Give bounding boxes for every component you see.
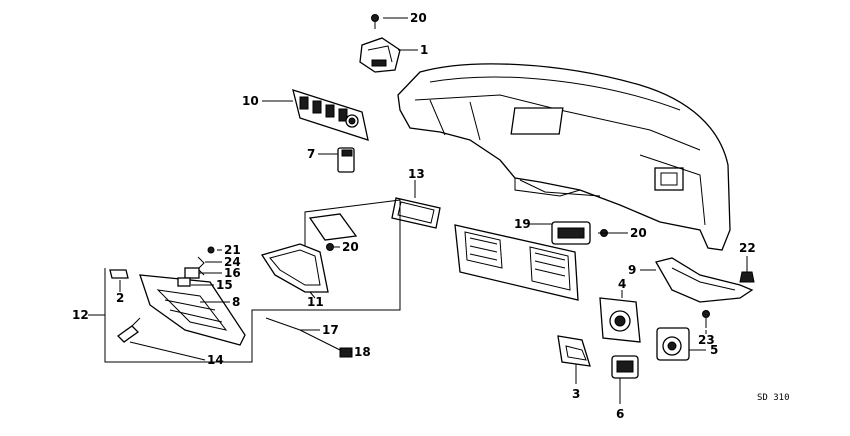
callout-8: 8 <box>232 295 240 309</box>
control-knob-icon <box>599 297 641 343</box>
callout-labels: 20 1 10 7 13 21 24 16 15 2 8 12 14 20 11… <box>72 11 790 421</box>
switch-knob-icon <box>557 335 591 367</box>
screw-icon <box>702 310 710 328</box>
glove-box-icon <box>139 274 246 346</box>
heater-control-panel-icon <box>454 224 579 301</box>
callout-22: 22 <box>739 241 756 255</box>
callout-11: 11 <box>307 295 324 309</box>
callout-20-middle: 20 <box>342 240 359 254</box>
callout-24: 24 <box>224 255 241 269</box>
leader-lines <box>88 17 748 404</box>
switch-icon <box>337 147 355 173</box>
cable-icon <box>265 317 353 358</box>
lid-icon <box>308 213 358 241</box>
callout-10: 10 <box>242 94 259 108</box>
latch-icon <box>109 269 129 279</box>
callout-15: 15 <box>216 278 233 292</box>
glove-box-door-icon <box>260 243 329 293</box>
callout-20-right: 20 <box>630 226 647 240</box>
callout-18: 18 <box>354 345 371 359</box>
damper-icon <box>116 317 141 343</box>
callout-3: 3 <box>572 387 580 401</box>
callout-7: 7 <box>307 147 315 161</box>
callout-12: 12 <box>72 308 89 322</box>
callout-9: 9 <box>628 263 636 277</box>
callout-2: 2 <box>116 291 124 305</box>
switch-cap-icon <box>611 355 639 379</box>
side-trim-icon <box>655 257 754 303</box>
dashboard-panel <box>397 63 731 251</box>
screw-icon <box>326 243 334 251</box>
callout-17: 17 <box>322 323 339 337</box>
spring-icon <box>197 256 205 276</box>
clip-icon <box>739 271 755 283</box>
diagram-code: SD 310 <box>757 393 790 403</box>
callout-5: 5 <box>710 343 718 357</box>
assembly-bracket <box>104 199 401 363</box>
callout-23: 23 <box>698 333 715 347</box>
bracket-icon <box>359 37 401 73</box>
lamp-icon <box>551 221 591 245</box>
callout-21: 21 <box>224 243 241 257</box>
switch-panel-icon <box>292 89 369 141</box>
lighter-icon <box>656 327 690 361</box>
screw-icon <box>207 246 215 254</box>
callout-20: 20 <box>410 11 427 25</box>
callout-1: 1 <box>420 43 428 57</box>
callout-16: 16 <box>224 266 241 280</box>
callout-13: 13 <box>408 167 425 181</box>
callout-6: 6 <box>616 407 624 421</box>
callout-4: 4 <box>618 277 626 291</box>
screw-icon <box>371 14 379 29</box>
lens-frame-icon <box>391 197 441 229</box>
callout-14: 14 <box>207 353 224 367</box>
callout-19: 19 <box>514 217 531 231</box>
